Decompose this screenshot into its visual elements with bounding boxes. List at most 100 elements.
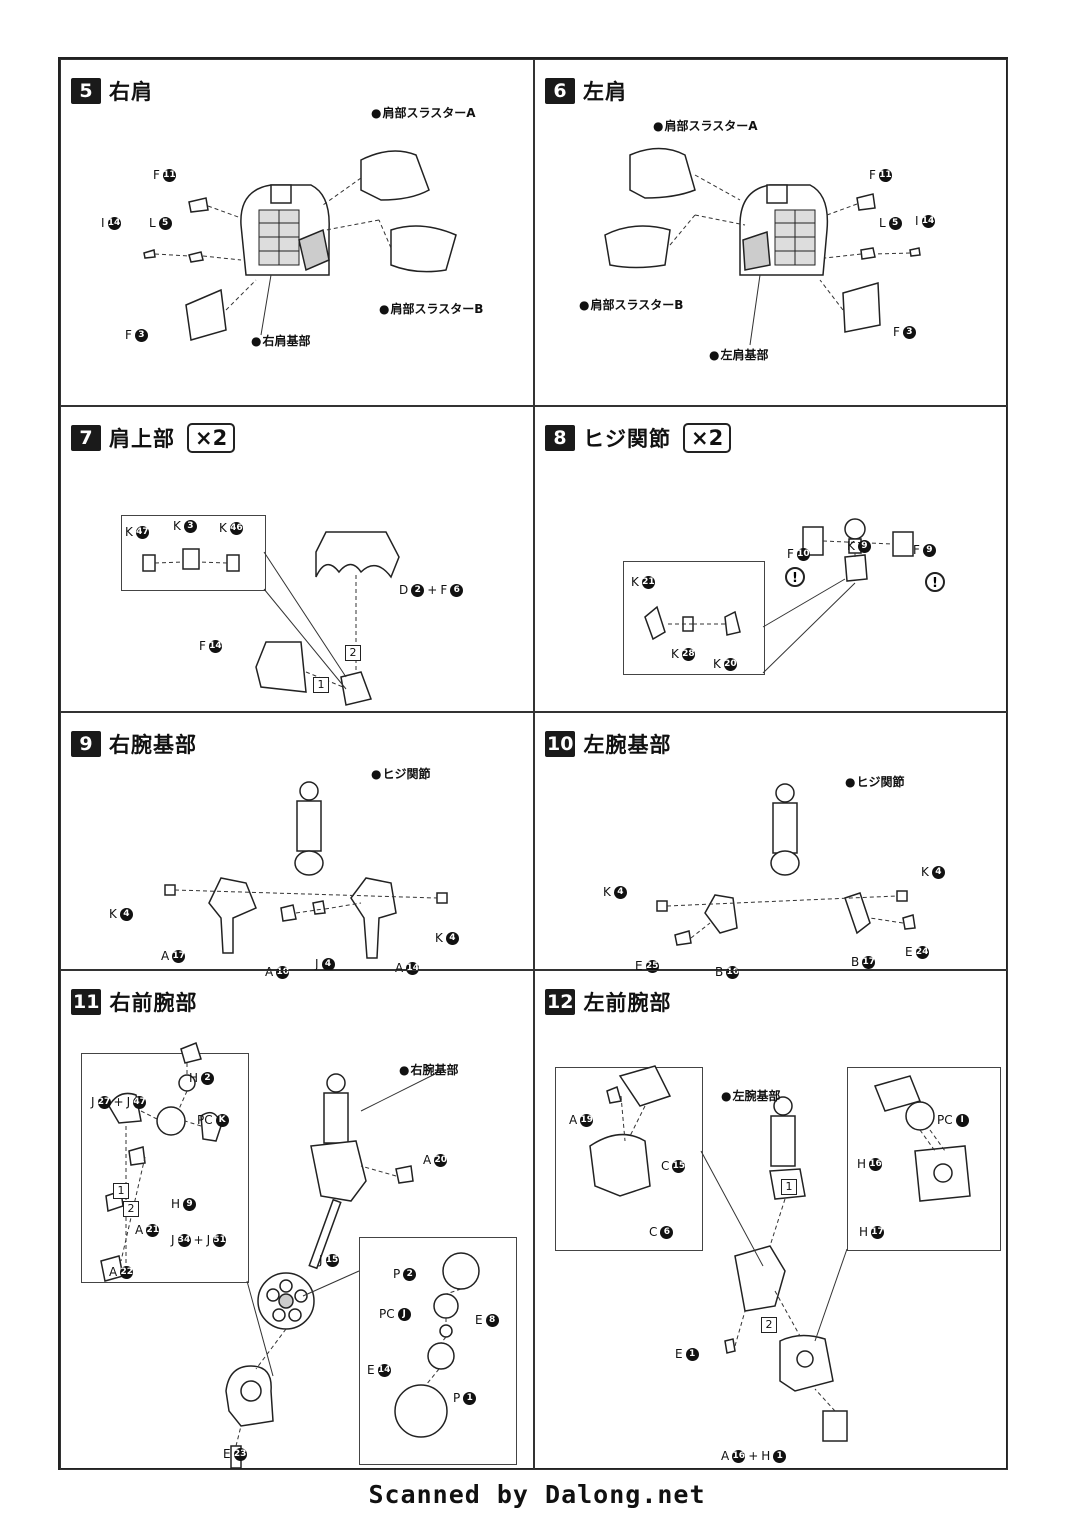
step-name: 左前腕部 — [583, 991, 672, 1015]
step-name: 肩上部 — [109, 427, 175, 451]
step-10-panel: 10 左腕基部 ヒジ関節 K4 E25 B16 — [534, 712, 1008, 979]
svg-text:!: ! — [792, 571, 798, 586]
step-marker: 1 — [781, 1179, 797, 1195]
step-9-panel: 9 右腕基部 ヒジ関節 K4 A17 A10 — [60, 712, 534, 979]
part-label-thruster-b: 肩部スラスターB — [379, 300, 483, 317]
step-number: 10 — [545, 731, 576, 757]
step-title: 8 ヒジ関節 ×2 — [545, 423, 732, 453]
part-label-shoulder-base: 右肩基部 — [251, 332, 310, 349]
step-name: 左腕基部 — [583, 733, 672, 757]
svg-text:!: ! — [932, 576, 938, 591]
step-name: 右前腕部 — [109, 991, 198, 1015]
step-number: 8 — [545, 425, 575, 451]
step-number: 12 — [545, 989, 576, 1015]
step-8-panel: 8 ヒジ関節 ×2 — [534, 406, 1008, 712]
instruction-sheet: 5 右肩 — [58, 57, 1008, 1470]
step-number: 6 — [545, 78, 575, 104]
scan-credit: Scanned by Dalong.net — [368, 1480, 706, 1509]
step-11-panel: 11 右前腕部 — [60, 970, 534, 1470]
step-title: 7 肩上部 ×2 — [71, 423, 236, 453]
step-title: 11 右前腕部 — [71, 987, 197, 1017]
step-title: 5 右肩 — [71, 76, 153, 106]
part-label-right-arm-base: 右腕基部 — [399, 1061, 458, 1078]
part-label-elbow-joint: ヒジ関節 — [845, 773, 904, 790]
part-label-left-arm-base: 左腕基部 — [721, 1087, 780, 1104]
step-6-panel: 6 左肩 — [534, 59, 1008, 406]
step-name: 右腕基部 — [109, 733, 197, 757]
step-title: 6 左肩 — [545, 76, 627, 106]
part-label-thruster-a: 肩部スラスターA — [653, 117, 757, 134]
step-title: 10 左腕基部 — [545, 729, 671, 759]
step-number: 5 — [71, 78, 101, 104]
part-label-shoulder-base: 左肩基部 — [709, 346, 768, 363]
part-label-thruster-b: 肩部スラスターB — [579, 296, 683, 313]
elbow-joint-diagram: ! ! — [644, 518, 945, 674]
step-marker: 1 — [113, 1183, 129, 1199]
part-label-thruster-a: 肩部スラスターA — [371, 104, 475, 121]
step-12-panel: 12 左前腕部 — [534, 970, 1008, 1470]
left-arm-base-diagram — [656, 783, 916, 946]
step-title: 9 右腕基部 — [71, 729, 197, 759]
step-marker: 1 — [313, 677, 329, 693]
step-marker: 2 — [345, 645, 361, 661]
upper-shoulder-diagram — [142, 531, 400, 706]
step-title: 12 左前腕部 — [545, 987, 671, 1017]
step-name: 右肩 — [109, 80, 153, 104]
step-marker: 2 — [123, 1201, 139, 1217]
quantity-badge: ×2 — [187, 423, 236, 453]
shoulder-right-diagram — [143, 150, 457, 341]
quantity-badge: ×2 — [683, 423, 732, 453]
step-name: 左肩 — [583, 80, 627, 104]
step-number: 11 — [71, 989, 102, 1015]
step-5-panel: 5 右肩 — [60, 59, 534, 406]
